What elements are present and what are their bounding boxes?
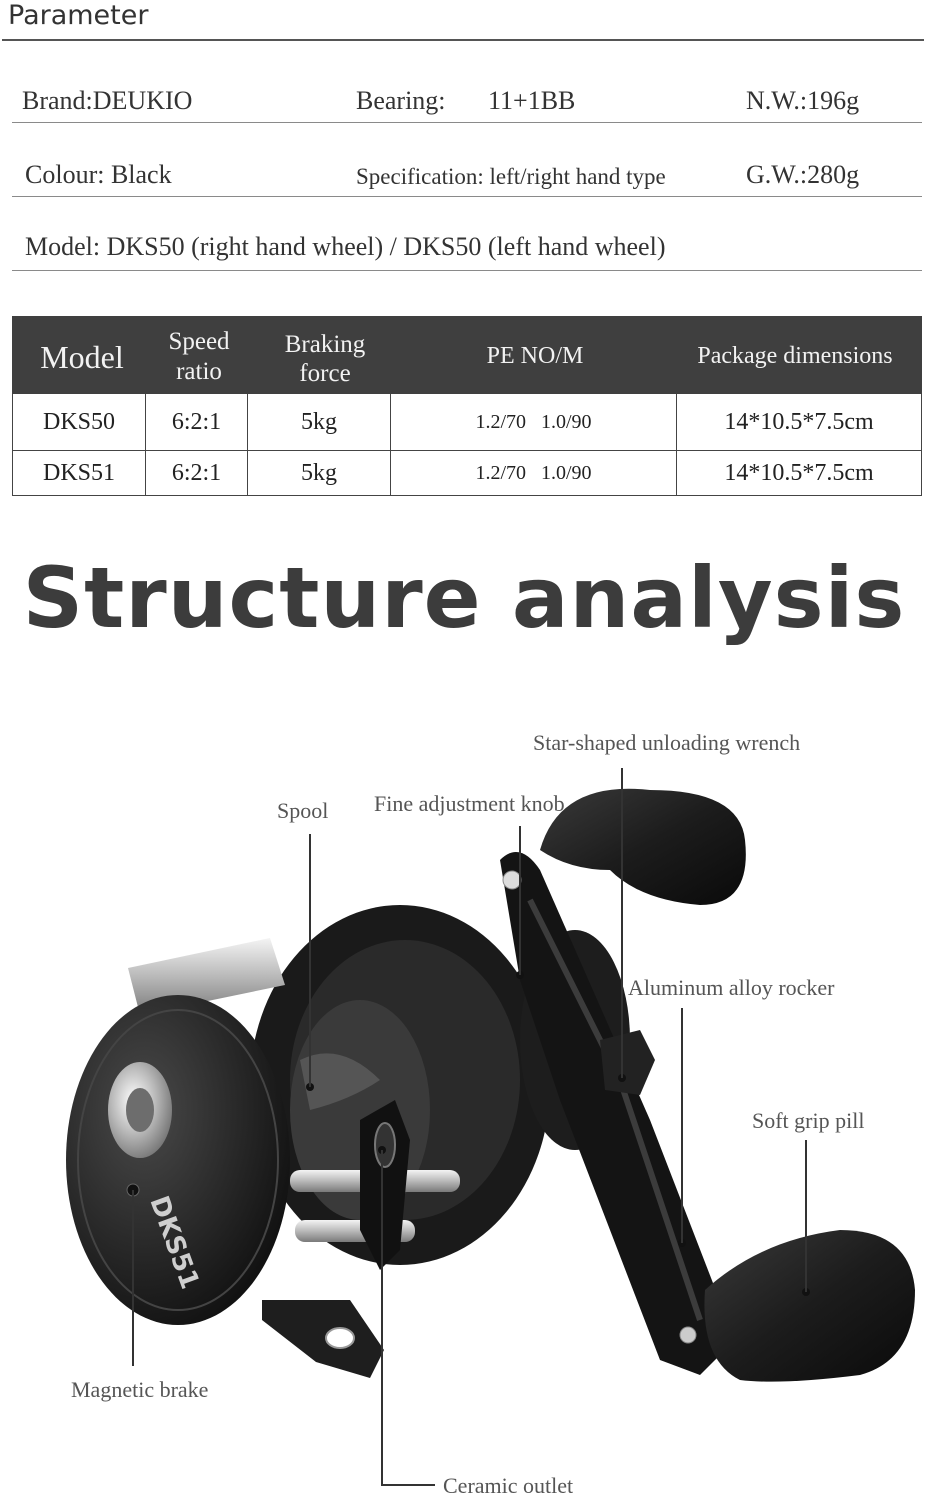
cell-package: 14*10.5*7.5cm [724,459,874,486]
callout-magnetic-brake: Magnetic brake [71,1377,209,1402]
header-speed-line2: ratio [176,358,222,385]
leader-rocker [681,1008,683,1243]
reel-foot [262,1300,384,1378]
spec-row-divider [12,122,922,123]
callout-grip: Soft grip pill [752,1108,865,1133]
structure-analysis-title: Structure analysis [22,549,906,647]
gross-weight-text: G.W.:280g [746,160,860,189]
callout-star-wrench: Star-shaped unloading wrench [533,730,801,755]
header-pe: PE NO/M [486,343,584,369]
callout-ceramic-outlet: Ceramic outlet [443,1473,574,1498]
handle-knob-top [540,788,746,905]
cell-speed: 6:2:1 [146,451,248,495]
cell-speed: 6:2:1 [146,394,248,450]
leader-star-wrench [621,768,623,1078]
model-text: Model: DKS50 (right hand wheel) / DKS50 … [25,232,666,261]
cell-braking: 5kg [248,451,391,495]
callout-rocker: Aluminum alloy rocker [628,975,835,1000]
leader-fine-knob [519,826,521,975]
leader-ceramic-outlet [381,1150,383,1486]
colour-text: Colour: Black [25,160,172,189]
handle-knob-bottom [704,1230,915,1382]
cell-model: DKS50 [13,394,146,450]
header-model: Model [40,339,124,375]
leader-ceramic-outlet-horizontal [381,1484,435,1486]
cell-pe: 1.2/70 1.0/90 [391,451,677,495]
header-speed-line1: Speed [168,328,230,355]
cell-package: 14*10.5*7.5cm [724,408,874,435]
bearing-value: 11+1BB [488,86,576,115]
cell-braking: 5kg [248,394,391,450]
line-guide [360,1100,410,1270]
spec-table: Model Speed ratio Braking force PE NO/M … [12,316,922,496]
star-drag [600,1030,655,1095]
spec-row-divider [12,196,922,197]
bearing-label: Bearing: [356,86,446,115]
table-row: DKS50 6:2:1 5kg 1.2/70 1.0/90 14*10.5*7.… [12,394,922,451]
callout-spool: Spool [277,798,329,823]
thumb-bar [128,938,285,1015]
leader-magnetic-brake [132,1190,134,1366]
fishing-reel-image: DKS51 [66,788,915,1382]
specification-text: Specification: left/right hand type [356,164,666,189]
callout-fine-knob: Fine adjustment knob [374,791,565,816]
leader-spool [309,834,311,1087]
header-braking-line2: force [299,360,351,387]
table-header: Model Speed ratio Braking force PE NO/M … [12,316,922,394]
net-weight-text: N.W.:196g [746,86,860,115]
header-braking-line1: Braking [284,331,366,358]
brand-text: Brand:DEUKIO [22,86,193,115]
spec-row-divider [12,270,922,271]
cell-model: DKS51 [13,451,146,495]
header-divider [2,39,924,41]
leader-grip [805,1140,807,1292]
table-row: DKS51 6:2:1 5kg 1.2/70 1.0/90 14*10.5*7.… [12,451,922,496]
section-title-parameter: Parameter [8,0,149,31]
header-package: Package dimensions [697,343,893,369]
cell-pe: 1.2/70 1.0/90 [391,394,677,450]
